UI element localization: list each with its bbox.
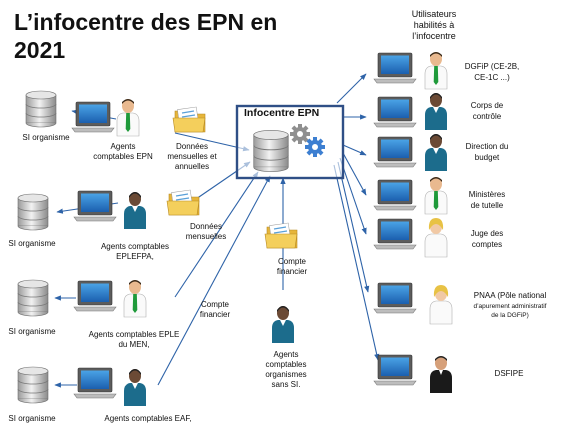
computer-icon xyxy=(373,282,417,314)
folder-icon xyxy=(264,222,298,249)
outbound-arrows xyxy=(333,73,380,361)
person-icon xyxy=(424,51,448,90)
user-label-line1: Ministères xyxy=(469,190,505,199)
arrow-to-ministeres xyxy=(342,152,367,196)
computer-icon xyxy=(73,190,117,222)
user-label-line2: CE-1C ...) xyxy=(474,73,510,82)
agent-label-line2: EPLEFPA, xyxy=(116,252,154,261)
users-header-line2: habilités à xyxy=(414,20,455,30)
user-label-line2: d’apurement administratif xyxy=(474,303,547,310)
infocentre-database-icon xyxy=(253,129,289,173)
si-organisme-label: SI organisme xyxy=(8,414,56,423)
computer-icon xyxy=(373,218,417,250)
arrow-eple-to-infocentre xyxy=(174,171,259,298)
database-icon xyxy=(25,90,57,128)
person-icon xyxy=(124,369,146,406)
folder-icon xyxy=(172,106,206,133)
person-icon xyxy=(272,306,294,343)
source-eple-men: SI organisme Agents comptables EPLE du M… xyxy=(8,279,231,349)
user-label-line1: Juge des xyxy=(471,229,503,238)
database-icon xyxy=(17,279,49,317)
infocentre-box: Infocentre EPN xyxy=(235,104,345,180)
user-label-line2: de tutelle xyxy=(471,201,504,210)
computer-icon xyxy=(73,367,117,399)
user-dsfipe: DSFIPE xyxy=(373,354,524,393)
user-direction-budget: Direction du budget xyxy=(373,134,509,171)
doc-label-line1: Données xyxy=(176,142,208,151)
person-icon xyxy=(123,279,147,318)
agent-label-line4: sans SI. xyxy=(272,380,301,389)
si-organisme-label: SI organisme xyxy=(8,327,56,336)
user-label-line1: PNAA (Pôle national xyxy=(474,291,547,300)
si-organisme-label: SI organisme xyxy=(8,239,56,248)
user-label-line3: de la DGFiP) xyxy=(491,312,529,319)
agent-label-line2: comptables EPN xyxy=(93,152,153,161)
user-dgfip: DGFiP (CE-2B, CE-1C ...) xyxy=(373,51,520,90)
gear-icon-blue xyxy=(305,137,325,157)
arrow-eaf-to-infocentre xyxy=(157,175,271,386)
title-line1: L’infocentre des EPN en xyxy=(14,9,277,35)
computer-icon xyxy=(73,280,117,312)
doc-label-line3: annuelles xyxy=(175,162,209,171)
si-organisme-label: SI organisme xyxy=(22,133,70,142)
arrow-to-dgfip xyxy=(336,73,367,104)
person-icon xyxy=(430,356,452,393)
computer-icon xyxy=(373,136,417,168)
source-eplefpa: SI organisme Agents comptables EPLEFPA, … xyxy=(8,189,226,261)
person-icon xyxy=(425,93,447,130)
arrow-to-pnaa xyxy=(337,161,370,293)
doc-label-line2: financier xyxy=(200,310,231,319)
user-ministeres: Ministères de tutelle xyxy=(373,176,505,215)
person-icon xyxy=(116,98,140,137)
user-label-line1: Corps de xyxy=(471,101,504,110)
agent-label-line2: comptables xyxy=(266,360,307,369)
user-corps-controle: Corps de contrôle xyxy=(373,93,504,130)
source-epn: SI organisme Agents comptables EPN Donné… xyxy=(22,90,217,171)
users-header-line3: l’infocentre xyxy=(412,31,456,41)
computer-icon xyxy=(373,52,417,84)
computer-icon xyxy=(373,96,417,128)
doc-label-line2: mensuelles xyxy=(186,232,226,241)
database-icon xyxy=(17,366,49,404)
title-line2: 2021 xyxy=(14,37,65,63)
agent-label-line1: Agents xyxy=(274,350,299,359)
source-eaf: SI organisme Agents comptables EAF, xyxy=(8,366,192,423)
arrow-to-dsfipe xyxy=(333,164,380,361)
user-label-line2: budget xyxy=(475,153,500,162)
user-label-line2: contrôle xyxy=(473,112,502,121)
user-label-line2: comptes xyxy=(472,240,502,249)
doc-label-line2: mensuelles et xyxy=(167,152,217,161)
arrow-to-juge-comptes xyxy=(339,157,367,235)
person-icon xyxy=(124,192,146,229)
doc-label-line2: financier xyxy=(277,267,308,276)
user-label-line1: DGFiP (CE-2B, xyxy=(465,62,520,71)
infocentre-label: Infocentre EPN xyxy=(244,107,319,119)
agent-label-line3: organismes xyxy=(265,370,306,379)
doc-label-line1: Compte xyxy=(201,300,230,309)
agent-label-line1: Agents comptables xyxy=(101,242,169,251)
folder-icon xyxy=(166,189,200,216)
database-icon xyxy=(17,193,49,231)
agent-label-line1: Agents comptables EPLE xyxy=(89,330,180,339)
doc-label-line1: Compte xyxy=(278,257,307,266)
user-pnaa: PNAA (Pôle national d’apurement administ… xyxy=(373,282,547,325)
agent-label-line1: Agents xyxy=(111,142,136,151)
agent-label-line2: du MEN, xyxy=(118,340,149,349)
arrow-to-direction-budget xyxy=(342,144,367,156)
user-label-line1: Direction du xyxy=(466,142,509,151)
computer-icon xyxy=(373,354,417,386)
person-icon xyxy=(425,134,447,171)
computer-icon xyxy=(373,179,417,211)
users-header-line1: Utilisateurs xyxy=(412,9,457,19)
person-icon xyxy=(429,284,453,325)
user-label-line1: DSFIPE xyxy=(495,369,524,378)
person-icon xyxy=(424,217,448,258)
computer-icon xyxy=(71,101,115,133)
source-sans-si: Compte financier Agents comptables organ… xyxy=(264,222,308,389)
user-juge-comptes: Juge des comptes xyxy=(373,217,503,258)
person-icon xyxy=(424,176,448,215)
agent-label-line1: Agents comptables EAF, xyxy=(104,414,191,423)
doc-label-line1: Données xyxy=(190,222,222,231)
